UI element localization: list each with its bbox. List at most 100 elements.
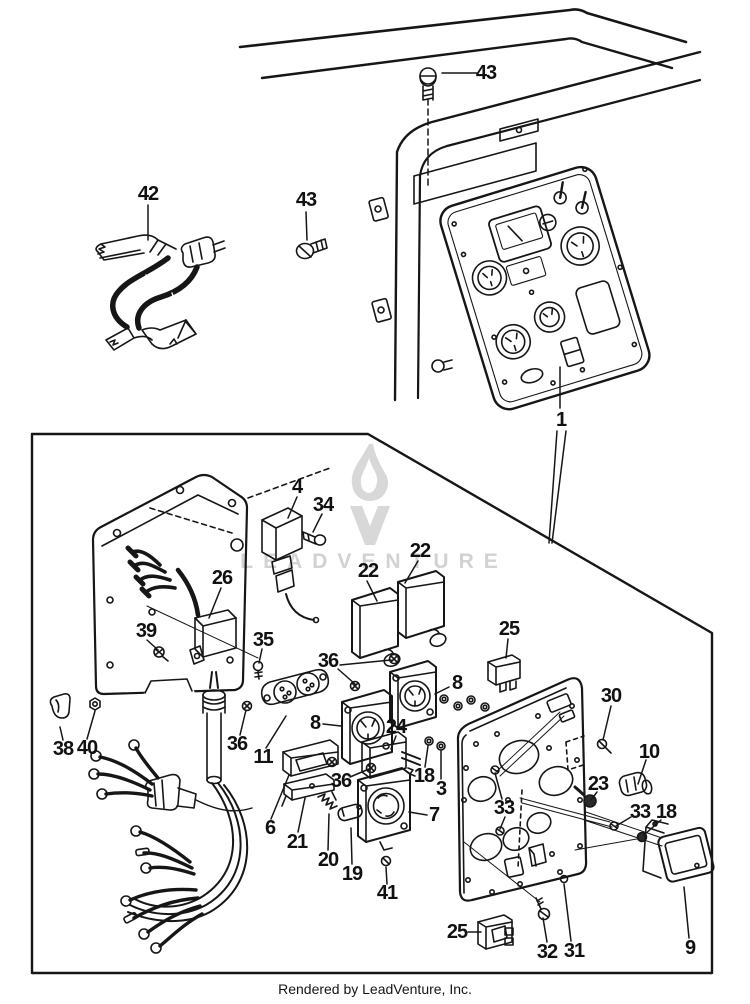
leader-line <box>349 768 370 778</box>
callout-43-0[interactable]: 43 <box>475 62 497 84</box>
leader-line <box>86 710 96 740</box>
callout-9-36[interactable]: 9 <box>684 937 696 959</box>
leadventure-logo-icon <box>350 444 390 545</box>
wire-leads <box>125 545 201 618</box>
battery-plug-icon <box>180 236 226 268</box>
front-panel <box>456 677 663 903</box>
twistlock-receptacle <box>357 767 411 851</box>
screw-35 <box>252 660 264 680</box>
callout-24-16[interactable]: 24 <box>385 716 407 738</box>
leader-line <box>505 638 509 659</box>
callout-38-18[interactable]: 38 <box>52 738 74 760</box>
callout-11-21[interactable]: 11 <box>253 746 273 768</box>
callout-4-4[interactable]: 4 <box>291 476 303 498</box>
callout-3-25[interactable]: 3 <box>435 778 447 800</box>
leader-line <box>499 816 506 830</box>
callout-39-10[interactable]: 39 <box>135 620 157 642</box>
callout-30-14[interactable]: 30 <box>600 685 622 707</box>
battery-clip-icon <box>141 319 197 350</box>
callout-43-2[interactable]: 43 <box>295 189 317 211</box>
leader-line <box>643 819 662 836</box>
leader-line <box>327 813 330 851</box>
rocker-switch <box>282 739 339 777</box>
leader-line <box>208 587 222 619</box>
screw-30 <box>596 738 612 754</box>
leader-line <box>366 580 378 602</box>
callout-10-20[interactable]: 10 <box>638 741 660 763</box>
panel-receptacle <box>533 301 566 333</box>
callout-22-7[interactable]: 22 <box>357 560 379 582</box>
leader-line <box>390 735 397 750</box>
callout-6-30[interactable]: 6 <box>264 817 276 839</box>
callout-19-33[interactable]: 19 <box>341 863 363 885</box>
screw-41 <box>380 855 392 867</box>
bracket <box>281 773 337 807</box>
leader-line <box>59 726 64 741</box>
callout-1-3[interactable]: 1 <box>555 409 567 431</box>
callout-36-12[interactable]: 36 <box>317 650 339 672</box>
watermark-text: LEADVENTURE <box>240 550 508 573</box>
leader-line <box>239 709 247 736</box>
callout-23-24[interactable]: 23 <box>587 773 609 795</box>
leader-line <box>312 513 323 533</box>
battery-cable-set <box>95 234 226 351</box>
leader-line <box>337 668 356 685</box>
callout-7-29[interactable]: 7 <box>428 804 440 826</box>
bolt-43-top <box>419 67 437 101</box>
callout-33-27[interactable]: 33 <box>629 801 651 823</box>
panel-toggle-switch <box>553 181 589 215</box>
leader-line <box>350 827 353 865</box>
panel-receptacle <box>560 226 600 266</box>
part-10-breaker-button <box>618 771 653 797</box>
bolt-34 <box>302 531 327 546</box>
control-box-rear <box>91 467 331 696</box>
micro-switch <box>477 914 514 950</box>
panel-receptacle <box>495 323 532 360</box>
leader-line <box>494 772 503 800</box>
callout-31-38[interactable]: 31 <box>563 940 585 962</box>
callout-20-32[interactable]: 20 <box>317 849 339 871</box>
screw-39 <box>153 646 169 662</box>
callout-26-8[interactable]: 26 <box>211 567 233 589</box>
leader-line <box>404 560 419 584</box>
callout-35-11[interactable]: 35 <box>252 629 274 651</box>
callout-8-13[interactable]: 8 <box>451 672 463 694</box>
ring-terminals <box>88 739 162 954</box>
callout-34-5[interactable]: 34 <box>312 494 334 516</box>
callout-8-15[interactable]: 8 <box>309 712 321 734</box>
battery-clip-icon <box>105 327 153 351</box>
callout-32-37[interactable]: 32 <box>536 941 558 963</box>
callout-25-35[interactable]: 25 <box>446 921 468 943</box>
wiring-harness <box>88 671 253 954</box>
leader-line <box>287 496 298 519</box>
panel-pilot-light <box>431 359 453 373</box>
harness-wires <box>96 746 204 948</box>
callout-33-26[interactable]: 33 <box>493 797 515 819</box>
callout-18-22[interactable]: 18 <box>413 765 435 787</box>
callout-36-23[interactable]: 36 <box>330 770 352 792</box>
screws-33 <box>490 765 619 836</box>
panel-meter <box>488 205 552 263</box>
leader-line <box>146 639 159 651</box>
screw-31 <box>559 874 569 884</box>
leader-line <box>305 211 308 241</box>
spring <box>317 793 338 810</box>
leader-line <box>265 715 287 749</box>
callout-18-28[interactable]: 18 <box>655 801 677 823</box>
leader-line <box>590 791 598 801</box>
callout-40-19[interactable]: 40 <box>76 737 98 759</box>
control-panel-assembled <box>431 165 651 411</box>
callout-41-34[interactable]: 41 <box>376 882 398 904</box>
leader-line <box>408 811 428 816</box>
callout-25-9[interactable]: 25 <box>498 618 520 640</box>
footer-credit: Rendered by LeadVenture, Inc. <box>278 981 472 997</box>
leader-line <box>270 774 290 820</box>
callout-36-17[interactable]: 36 <box>226 733 248 755</box>
callout-21-31[interactable]: 21 <box>286 831 308 853</box>
callout-42-1[interactable]: 42 <box>137 183 159 205</box>
callout-22-6[interactable]: 22 <box>409 540 431 562</box>
battery-clip-icon <box>95 234 177 261</box>
